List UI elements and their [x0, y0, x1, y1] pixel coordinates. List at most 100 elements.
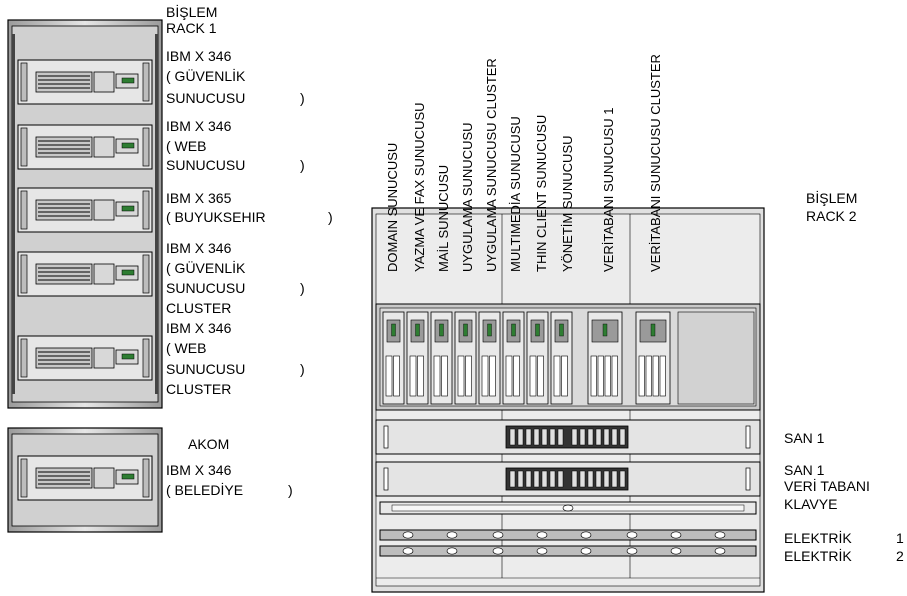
rack-1-server-2 — [17, 124, 153, 170]
drive-bay — [587, 428, 594, 446]
drive-bay — [557, 470, 564, 488]
server-3-name: ( BUYUKSEHIR — [166, 209, 266, 225]
blade-label-application-cluster: UYGULAMA SUNUCUSU CLUSTER — [484, 58, 499, 272]
drive-bay — [619, 428, 626, 446]
blade-server-1 — [382, 311, 405, 405]
blade-label-domain: DOMAIN SUNUCUSU — [385, 142, 400, 272]
server-5-name: ( WEB — [166, 340, 207, 356]
power-outlet — [626, 531, 638, 539]
power-outlet — [670, 547, 682, 555]
drive-bay — [603, 470, 610, 488]
blade-server-8 — [550, 311, 573, 405]
rack-1-title-line-2: RACK 1 — [166, 20, 217, 36]
drive-bay — [619, 470, 626, 488]
akom-server — [17, 455, 153, 501]
drive-bay — [571, 428, 578, 446]
power-outlet — [580, 547, 592, 555]
server-5-line3: SUNUCUSU — [166, 361, 246, 377]
drive-bay — [579, 428, 586, 446]
rack-2-title-line-1: BİŞLEM — [806, 190, 858, 206]
device-database-label: VERİ TABANI — [784, 478, 870, 494]
power-outlet — [580, 531, 592, 539]
rack-1-server-4 — [17, 251, 153, 297]
drive-bay — [611, 470, 618, 488]
drive-bay — [525, 470, 532, 488]
drive-bay — [509, 428, 516, 446]
server-1-name: ( GÜVENLİK — [166, 68, 246, 84]
power-outlet — [536, 531, 548, 539]
server-5-close: ) — [300, 361, 305, 377]
server-4-close: ) — [300, 280, 305, 296]
server-2-name: ( WEB — [166, 138, 207, 154]
rack-1-server-3 — [17, 187, 153, 233]
server-4-line4: CLUSTER — [166, 300, 232, 316]
server-2-model: IBM X 346 — [166, 118, 232, 134]
device-power-2-num: 2 — [896, 548, 904, 564]
drive-bay — [509, 470, 516, 488]
device-keyboard-label: KLAVYE — [784, 496, 838, 512]
rack-1-server-1 — [17, 59, 153, 105]
device-san-2: SAN 1 — [784, 462, 825, 478]
blade-server-3 — [430, 311, 453, 405]
blade-server-7 — [526, 311, 549, 405]
akom-rack — [7, 427, 163, 533]
blade-label-thin-client: THIN CLIENT SUNUCUSU — [534, 114, 549, 272]
power-outlet — [492, 547, 504, 555]
rack-1-title-line-1: BİŞLEM — [166, 4, 218, 20]
rack-2 — [371, 207, 765, 593]
blade-server-10 — [635, 311, 671, 405]
drive-bay — [595, 470, 602, 488]
server-4-model: IBM X 346 — [166, 240, 232, 256]
power-outlet — [670, 531, 682, 539]
drive-bay — [541, 428, 548, 446]
drive-bay — [549, 470, 556, 488]
power-outlet — [714, 531, 726, 539]
drive-bay — [549, 428, 556, 446]
drive-bay — [557, 428, 564, 446]
device-san-1: SAN 1 — [784, 430, 825, 446]
drive-bay — [603, 428, 610, 446]
power-strip-2 — [379, 545, 757, 557]
blade-label-fax: YAZMA VE FAX SUNUCUSU — [412, 102, 427, 272]
power-outlet — [446, 531, 458, 539]
device-power-1: ELEKTRİK — [784, 530, 852, 546]
server-4-line3: SUNUCUSU — [166, 280, 246, 296]
blade-label-multimedia: MULTIMEDİA SUNUCUSU — [508, 116, 523, 272]
server-3-close: ) — [328, 209, 333, 225]
server-1-close: ) — [300, 90, 305, 106]
blade-label-database-1: VERİTABANI SUNUCUSU 1 — [601, 107, 616, 272]
server-3-model: IBM X 365 — [166, 190, 232, 206]
rack-2-title-line-2: RACK 2 — [806, 208, 857, 224]
blade-label-application: UYGULAMA SUNUCUSU — [460, 122, 475, 272]
drive-bay — [587, 470, 594, 488]
akom-title: AKOM — [188, 436, 230, 452]
drive-bay — [517, 428, 524, 446]
server-2-close: ) — [300, 157, 305, 173]
rack-1-server-5 — [17, 335, 153, 381]
power-outlet — [714, 547, 726, 555]
server-2-line3: SUNUCUSU — [166, 157, 246, 173]
blade-empty-bay — [677, 311, 755, 405]
akom-server-name: ( BELEDİYE — [166, 482, 244, 498]
server-1-model: IBM X 346 — [166, 48, 232, 64]
san-1-device — [375, 419, 761, 455]
drive-bay — [525, 428, 532, 446]
drive-bay — [541, 470, 548, 488]
power-outlet — [402, 531, 414, 539]
akom-server-close: ) — [288, 482, 293, 498]
server-5-line4: CLUSTER — [166, 381, 232, 397]
server-5-model: IBM X 346 — [166, 320, 232, 336]
blade-server-5 — [478, 311, 501, 405]
drive-bay — [595, 428, 602, 446]
rack-1 — [7, 19, 163, 409]
blade-label-management: YÖNETİM SUNUCUSU — [560, 135, 575, 272]
blade-label-database-cluster: VERİTABANI SUNUCUSU CLUSTER — [648, 54, 663, 272]
drive-bay — [517, 470, 524, 488]
drive-bay — [533, 428, 540, 446]
blade-server-2 — [406, 311, 429, 405]
drive-bay — [579, 470, 586, 488]
device-power-2: ELEKTRİK — [784, 548, 852, 564]
drive-bay — [611, 428, 618, 446]
power-outlet — [492, 531, 504, 539]
